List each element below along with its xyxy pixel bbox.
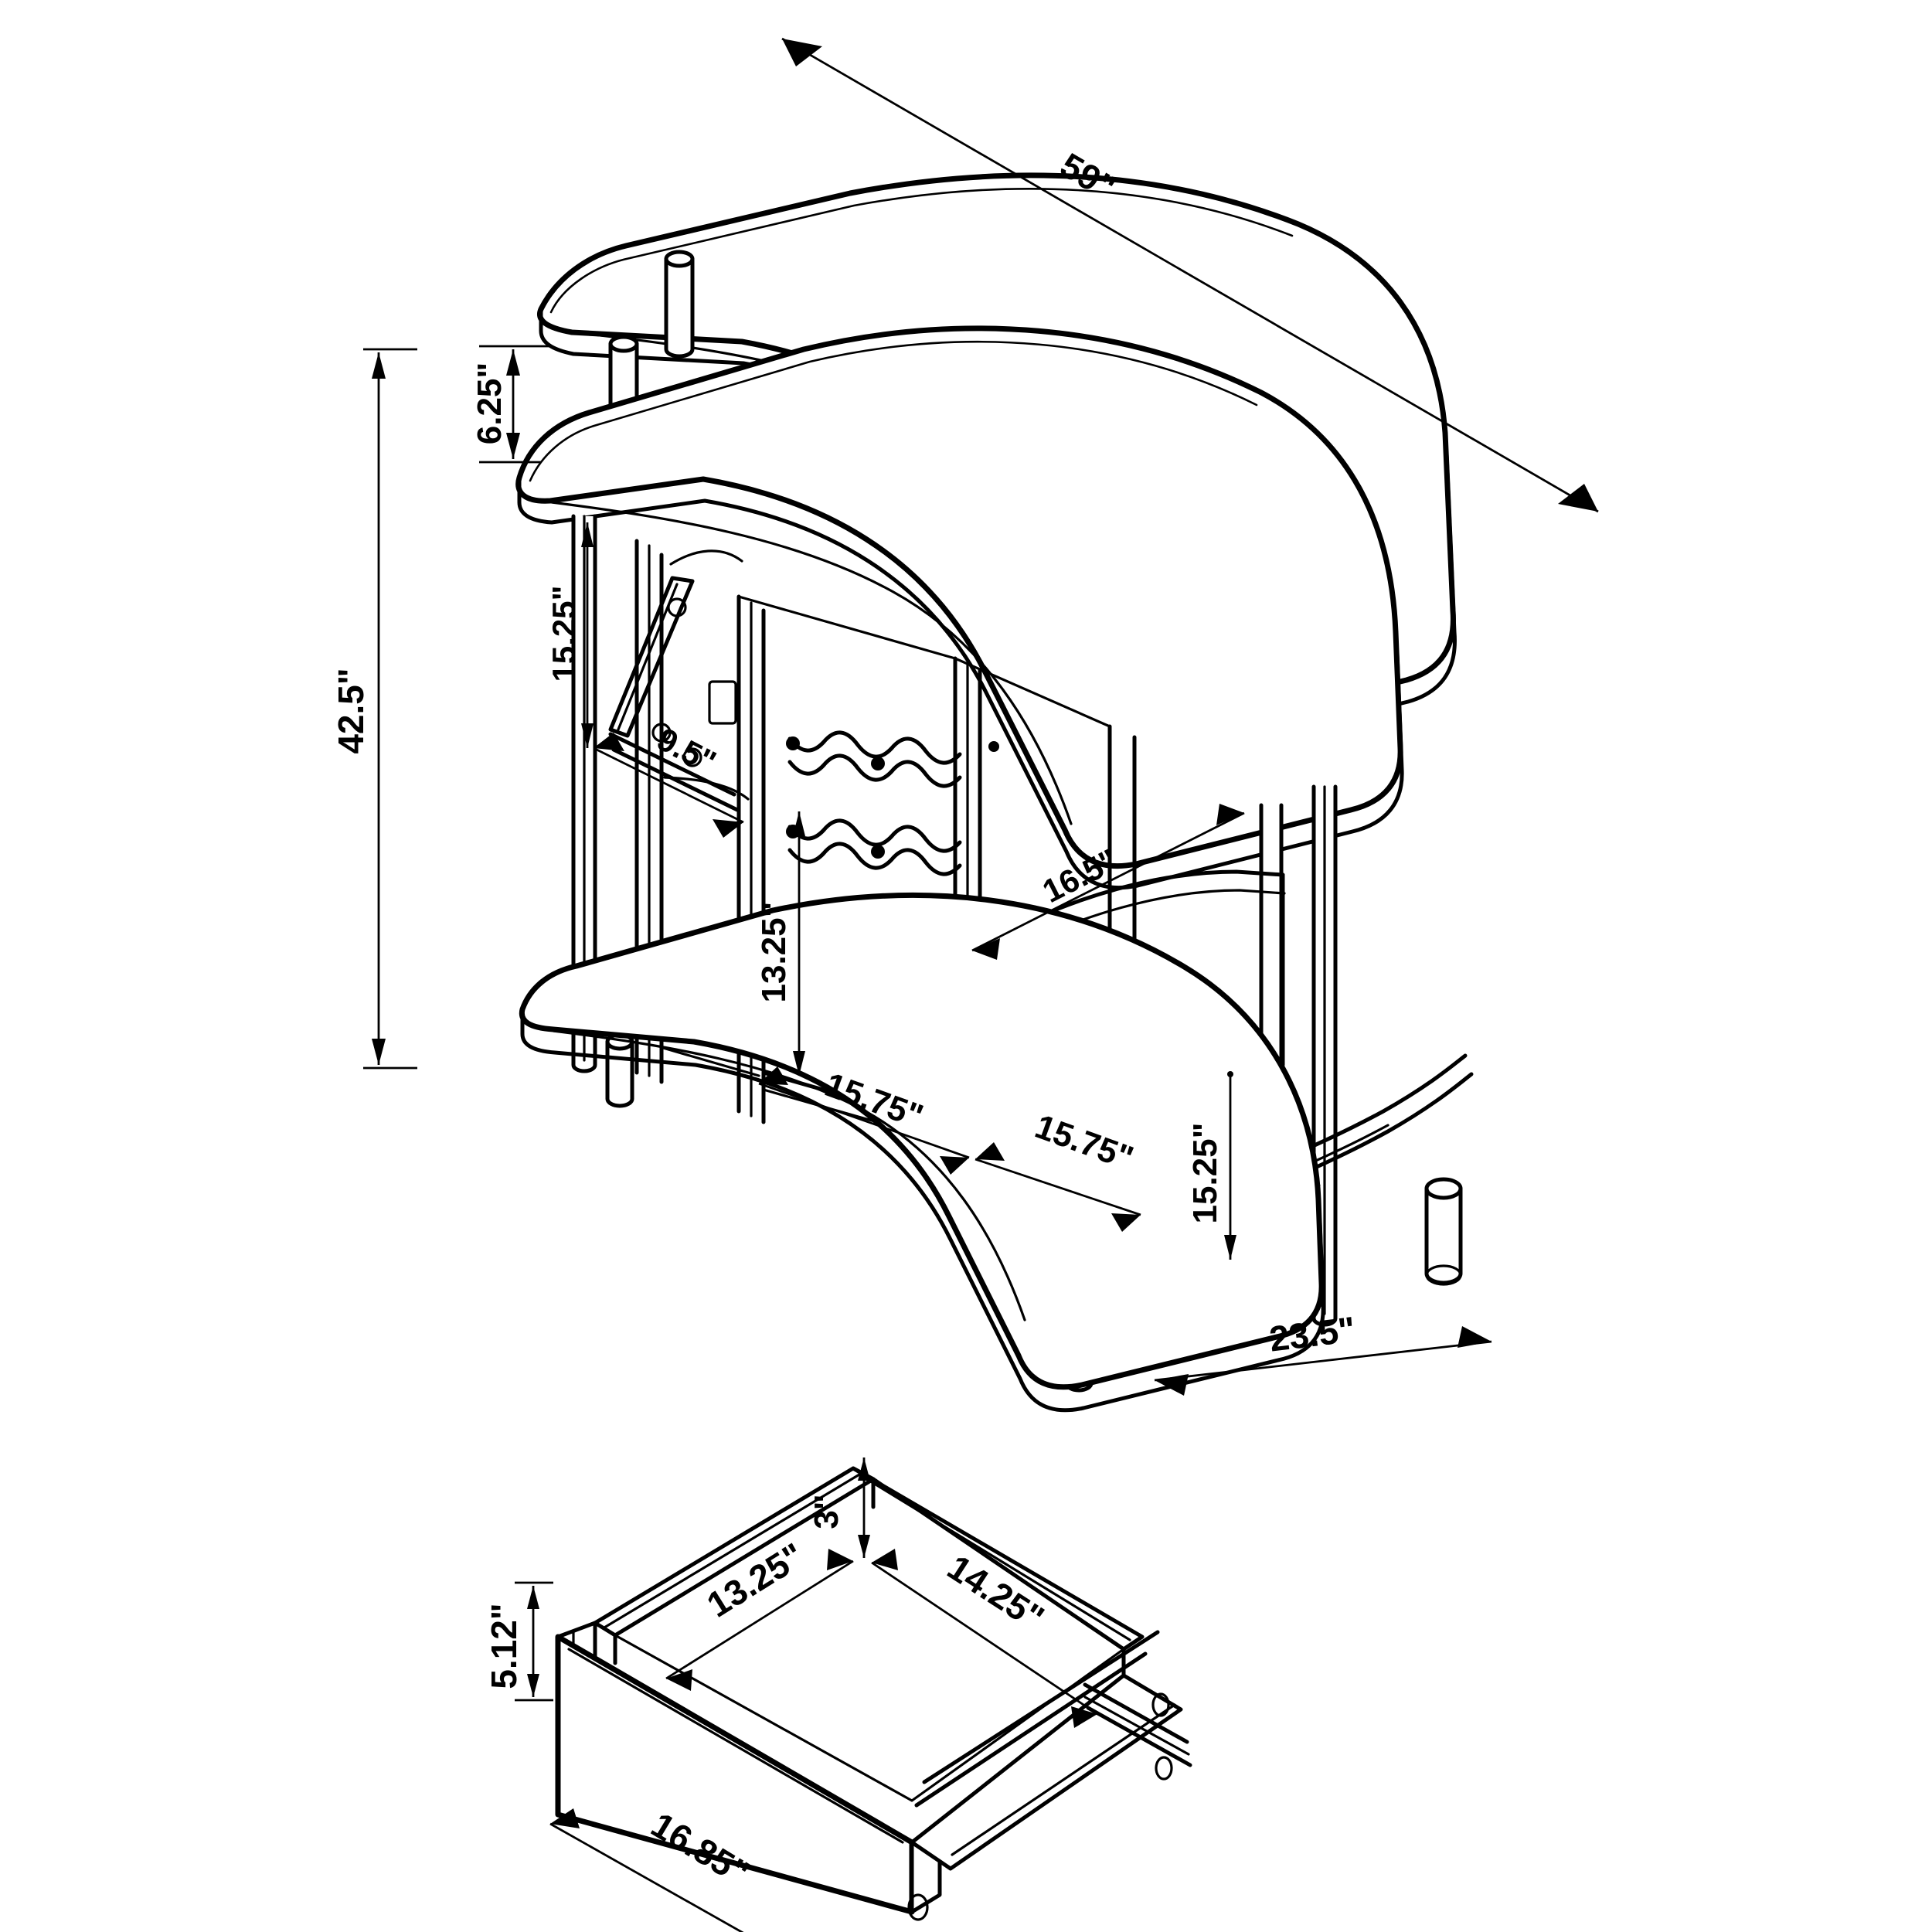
dim-label-compartment-height: 13.25" [755, 902, 793, 1003]
dim-label-footrail-height: 15.25" [546, 585, 582, 682]
fixture-dot-a [988, 741, 999, 752]
drawer-isometric: 3" 13.25" 14.25" 5.12" 16.85" [484, 1458, 1192, 1932]
left-foot-rail [608, 576, 750, 812]
dim-drawer-inner-width [871, 1549, 1098, 1728]
drawer-wall-right [910, 1630, 1183, 1871]
dim-drawer-inner-depth [665, 1549, 854, 1691]
dim-label-total-height: 42.5" [331, 668, 371, 753]
dim-width-overall [781, 37, 1599, 513]
foot-right [1424, 1177, 1463, 1286]
dim-compartment-right [975, 1142, 1141, 1232]
dim-drawer-back-height [858, 1458, 870, 1558]
dim-compartment-left [758, 1066, 970, 1175]
dim-drawer-face-height [515, 1581, 553, 1702]
compartment-top-edge-b [954, 657, 1111, 728]
dim-label-drawer-back-height: 3" [808, 1494, 845, 1529]
foot-left [605, 1032, 634, 1108]
dim-compartment-height [793, 811, 805, 1076]
dim-side-depth [971, 804, 1245, 960]
dim-footrail-height [581, 522, 594, 748]
dim-drawer-face-width [549, 1808, 744, 1932]
dim-label-drawer-face-height: 5.12" [484, 1603, 524, 1689]
dim-footrail-depth [593, 733, 744, 838]
compartment-top-edge-a [737, 595, 957, 660]
dim-right-footrail [1224, 1071, 1236, 1260]
dim-label-right-footrail: 15.25" [1186, 1123, 1224, 1224]
wine-rack [786, 730, 962, 876]
dim-total-height [363, 348, 417, 1070]
dim-depth-overall [1154, 1326, 1492, 1396]
bar-unit-isometric: 59" 6.25" 42.5" 15.25" 9.5" 13.25" 16.5"… [331, 37, 1599, 1413]
dimension-lines-main [363, 37, 1599, 1396]
dim-label-upper-shelf-height: 6.25" [471, 362, 509, 445]
dim-upper-shelf-height [479, 345, 550, 464]
dimension-lines-drawer [515, 1458, 1098, 1932]
drawer-slide-rail [907, 1682, 1192, 1921]
counter-top-panel [515, 325, 1404, 890]
post-upper-left-back [664, 250, 695, 359]
